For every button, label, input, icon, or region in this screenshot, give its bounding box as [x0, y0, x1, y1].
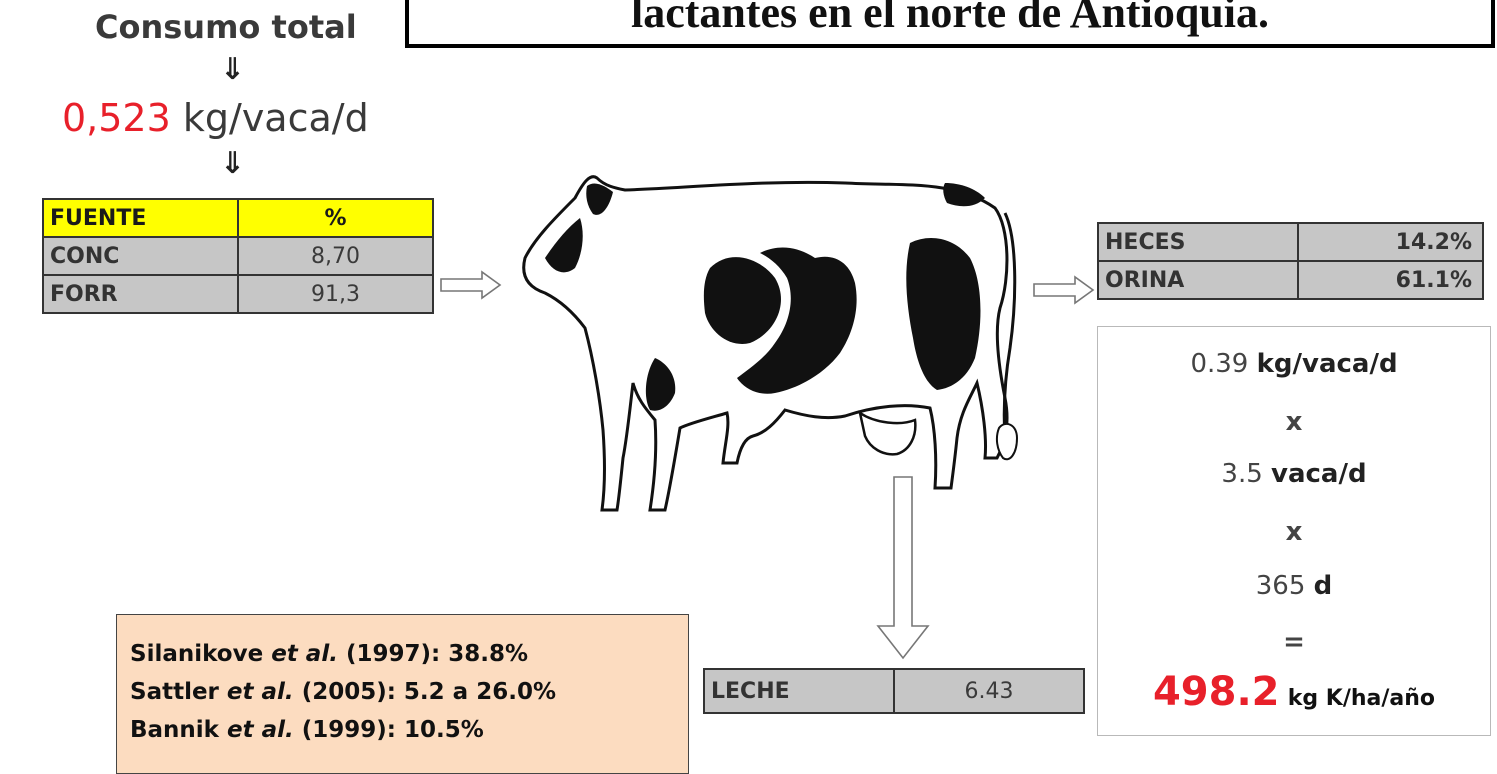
consumo-number: 0,523	[62, 96, 171, 140]
table-row: CONC 8,70	[42, 236, 434, 276]
calculation-box: 0.39 kg/vaca/d x 3.5 vaca/d x 365 d = 49…	[1097, 326, 1491, 736]
excretion-value-cell: 14.2%	[1297, 222, 1484, 262]
table-row: HECES 14.2%	[1097, 222, 1484, 262]
calc-line-3: 365 d	[1098, 571, 1490, 601]
down-double-arrow-icon-2: ⇓	[220, 146, 246, 181]
reference-detail: (1999): 10.5%	[301, 717, 484, 743]
fuente-value-cell: 91,3	[237, 274, 434, 314]
reference-author: Bannik	[130, 717, 219, 743]
excretion-value-cell: 61.1%	[1297, 260, 1484, 300]
table-row: ORINA 61.1%	[1097, 260, 1484, 300]
leche-value-cell: 6.43	[893, 668, 1085, 714]
reference-etal: et al.	[271, 641, 338, 667]
right-arrow-icon-2	[1033, 275, 1095, 305]
excretion-label-cell: HECES	[1097, 222, 1299, 262]
leche-label-cell: LECHE	[703, 668, 895, 714]
reference-detail: (1997): 38.8%	[345, 641, 529, 667]
table-row: FORR 91,3	[42, 274, 434, 314]
down-arrow-icon	[876, 476, 930, 660]
leche-table: LECHE 6.43	[703, 668, 1085, 714]
reference-item: Silanikove et al. (1997): 38.8%	[130, 635, 688, 673]
calc-result-unit: kg K/ha/año	[1287, 686, 1436, 711]
calc-value-3: 365	[1255, 571, 1306, 601]
consumo-value: 0,523 kg/vaca/d	[62, 96, 369, 140]
fuente-header-cell: FUENTE	[42, 198, 239, 238]
calc-operator-1: x	[1285, 407, 1303, 437]
reference-item: Sattler et al. (2005): 5.2 a 26.0%	[130, 673, 688, 711]
calc-line-1: 0.39 kg/vaca/d	[1098, 349, 1490, 379]
calc-unit-1: kg/vaca/d	[1256, 349, 1398, 379]
down-double-arrow-icon: ⇓	[220, 52, 246, 87]
fuente-label-cell: FORR	[42, 274, 239, 314]
fuente-table: FUENTE % CONC 8,70 FORR 91,3	[42, 198, 434, 314]
consumo-unit: kg/vaca/d	[182, 96, 369, 140]
excretion-label-cell: ORINA	[1097, 260, 1299, 300]
calc-operator-2: x	[1285, 517, 1303, 547]
calc-value-2: 3.5	[1221, 459, 1263, 489]
title-banner: lactantes en el norte de Antioquia.	[405, 0, 1495, 48]
reference-author: Sattler	[130, 679, 219, 705]
fuente-value-cell: 8,70	[237, 236, 434, 276]
calc-value-1: 0.39	[1190, 349, 1249, 379]
consumo-total-label: Consumo total	[95, 8, 357, 46]
reference-author: Silanikove	[130, 641, 264, 667]
calc-unit-2: vaca/d	[1271, 459, 1367, 489]
calc-operator-3: =	[1283, 627, 1305, 657]
reference-item: Bannik et al. (1999): 10.5%	[130, 711, 688, 749]
cow-illustration	[522, 175, 1019, 512]
excretion-table: HECES 14.2% ORINA 61.1%	[1097, 222, 1484, 300]
table-row: LECHE 6.43	[703, 668, 1085, 714]
reference-detail: (2005): 5.2 a 26.0%	[301, 679, 557, 705]
fuente-header-row: FUENTE %	[42, 198, 434, 238]
references-box: Silanikove et al. (1997): 38.8% Sattler …	[116, 614, 689, 774]
percent-header-cell: %	[237, 198, 434, 238]
calc-line-2: 3.5 vaca/d	[1098, 459, 1490, 489]
calc-result-value: 498.2	[1152, 669, 1280, 715]
fuente-label-cell: CONC	[42, 236, 239, 276]
calc-unit-3: d	[1313, 571, 1333, 601]
calc-result-line: 498.2 kg K/ha/año	[1098, 669, 1490, 715]
right-arrow-icon	[440, 270, 502, 300]
page-title: lactantes en el norte de Antioquia.	[631, 0, 1269, 37]
reference-etal: et al.	[227, 717, 294, 743]
reference-etal: et al.	[226, 679, 294, 705]
